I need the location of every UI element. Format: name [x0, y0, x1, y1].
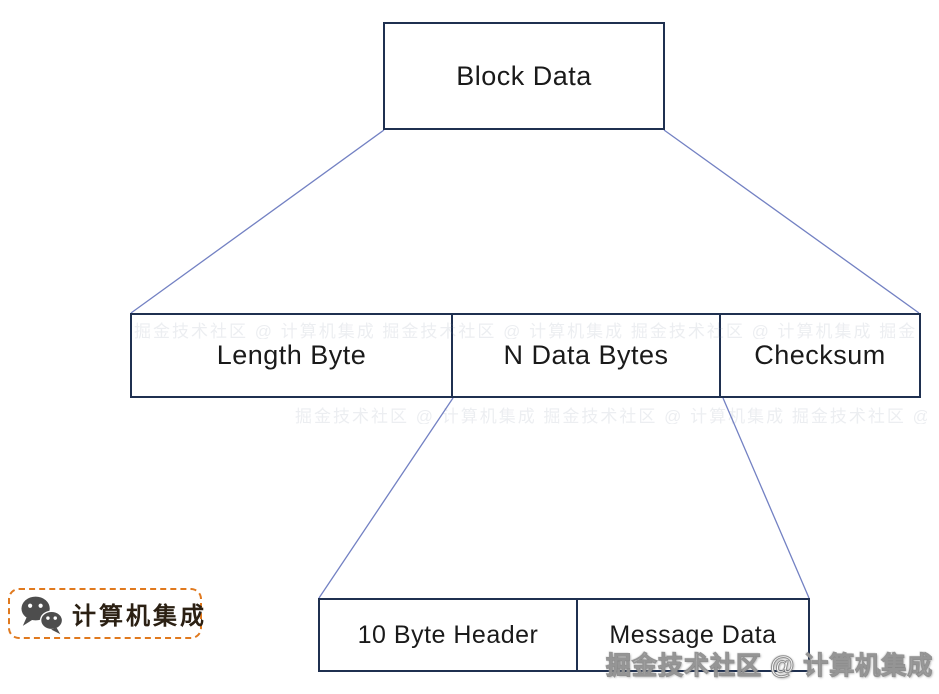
- block-data-box: Block Data: [383, 22, 665, 130]
- community-badge-label: 计算机集成: [72, 604, 207, 630]
- community-badge: 计算机集成: [8, 588, 204, 639]
- wechat-icon: [21, 596, 64, 634]
- checksum-label: Checksum: [754, 340, 886, 370]
- length-byte-label: Length Byte: [216, 340, 367, 370]
- message-data-label: Message Data: [609, 620, 777, 649]
- length-byte-cell: Length Byte: [132, 315, 453, 396]
- data-bytes-structure-row: 10 Byte Header Message Data: [318, 598, 810, 672]
- checksum-cell: Checksum: [721, 315, 919, 396]
- n-data-bytes-cell: N Data Bytes: [453, 315, 721, 396]
- n-data-bytes-label: N Data Bytes: [503, 340, 669, 370]
- block-data-label: Block Data: [456, 60, 592, 91]
- message-data-cell: Message Data: [578, 600, 808, 670]
- byte-header-cell: 10 Byte Header: [320, 600, 578, 670]
- byte-header-label: 10 Byte Header: [357, 620, 539, 649]
- block-structure-row: Length Byte N Data Bytes Checksum: [130, 313, 921, 398]
